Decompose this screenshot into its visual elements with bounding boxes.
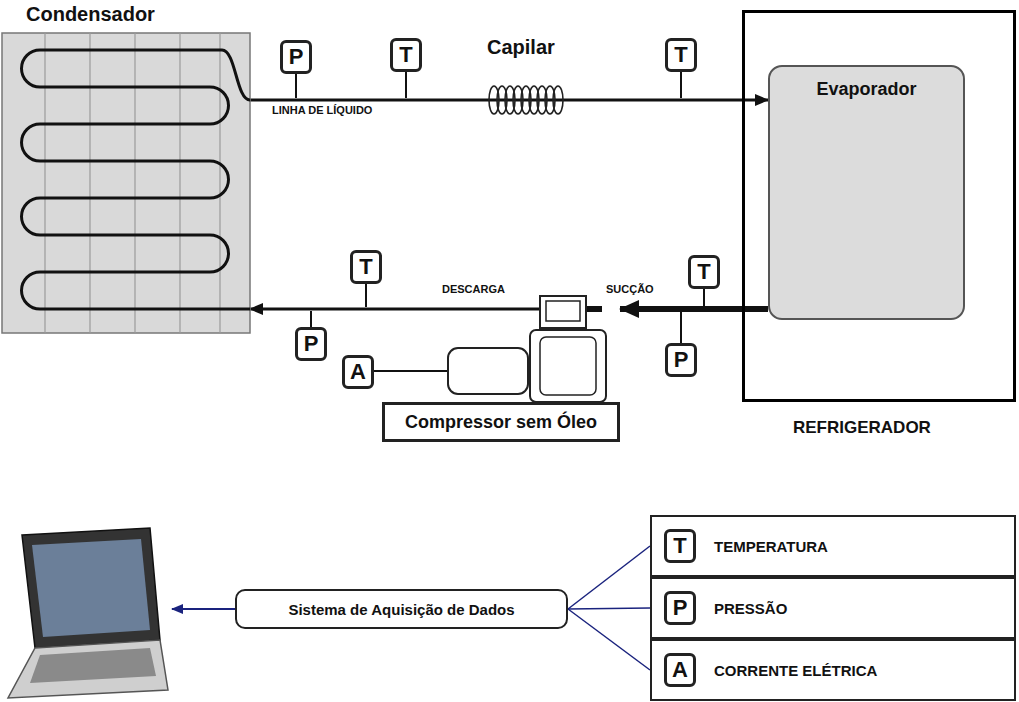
condenser-fins: [45, 33, 220, 333]
sensor-leader: [365, 282, 367, 307]
evaporator-box: Evaporador: [768, 65, 965, 320]
legend-row: TEMPERATURA T: [650, 515, 1016, 577]
laptop-icon: [8, 528, 168, 698]
fin-line: [219, 33, 220, 333]
sensor-box: P: [664, 591, 696, 625]
sensor-letter: T: [674, 44, 687, 66]
legend-row: CORRENTE ELÉTRICA A: [650, 639, 1016, 701]
sensor-letter: P: [304, 333, 319, 355]
sensor-letter: P: [673, 597, 688, 619]
sensor-box: T: [350, 250, 382, 284]
node-label: Evaporador: [816, 79, 916, 100]
compressor-head-inner: [546, 301, 580, 321]
sensor-letter: P: [289, 46, 304, 68]
node-label: Sistema de Aquisição de Dados: [288, 601, 514, 618]
capillary-coil: [489, 86, 563, 114]
sensor-box: P: [295, 327, 327, 361]
pipe-label: LINHA DE LÍQUIDO: [272, 104, 372, 116]
pipe-label: SUCÇÃO: [606, 283, 654, 295]
coil-winding: [553, 86, 563, 114]
sensor-box: T: [665, 38, 697, 72]
sensor-letter: T: [359, 256, 372, 278]
sensor-leader: [374, 370, 447, 372]
signal-wire: [568, 609, 650, 670]
node-label: CORRENTE ELÉTRICA: [714, 662, 877, 679]
compressor-body-inner: [540, 337, 596, 395]
compressor-motor: [448, 348, 528, 394]
sensor-leader: [310, 311, 312, 327]
sensor-leader: [405, 70, 407, 98]
sensor-letter: T: [697, 261, 710, 283]
node-label: PRESSÃO: [714, 600, 787, 617]
sensor-box: A: [664, 653, 696, 687]
laptop-base: [8, 640, 168, 698]
fin-line: [179, 33, 180, 333]
sensor-box: T: [664, 529, 696, 563]
part-label: Capilar: [487, 36, 555, 59]
sensor-box: P: [280, 40, 312, 74]
fin-line: [134, 33, 135, 333]
refrigerator-box: REFRIGERADOREvaporador: [742, 10, 1016, 402]
fin-line: [44, 33, 45, 333]
sensor-letter: A: [350, 361, 366, 383]
sensor-box: T: [688, 255, 720, 289]
compressor-head: [540, 296, 586, 328]
compressor-box: Compressor sem Óleo: [382, 288, 620, 442]
sensor-box: P: [665, 343, 697, 377]
data-arrow: [172, 608, 235, 610]
legend-row: PRESSÃO P: [650, 577, 1016, 639]
refrigerant-pipe: [250, 99, 768, 102]
refrigerant-pipe: [250, 308, 382, 311]
condenser-box: Condensador: [2, 33, 250, 333]
node-label: Condensador: [26, 3, 155, 26]
node-label: TEMPERATURA: [714, 538, 828, 555]
fin-line: [89, 33, 90, 333]
signal-wire: [568, 546, 650, 609]
condenser-coil: [22, 50, 251, 309]
sensor-leader: [680, 70, 682, 98]
acquisition-box: Sistema de Aquisição de Dados: [235, 589, 568, 629]
sensor-leader: [703, 287, 705, 306]
condenser-body: [2, 33, 250, 333]
sensor-leader: [680, 312, 682, 343]
compressor-body: [530, 330, 606, 402]
sensor-box: A: [342, 355, 374, 389]
suction-pipe: [585, 306, 602, 312]
node-label: REFRIGERADOR: [793, 418, 931, 438]
node-label: Compressor sem Óleo: [382, 402, 620, 442]
sensor-letter: T: [673, 535, 686, 557]
refrigerant-pipe: [620, 306, 768, 312]
laptop-screen: [32, 539, 150, 637]
discharge-pipe: [382, 308, 541, 311]
laptop-keyboard: [30, 648, 156, 683]
signal-wire: [568, 608, 650, 609]
sensor-letter: P: [674, 349, 689, 371]
laptop-lid: [22, 528, 160, 648]
sensor-letter: A: [672, 659, 688, 681]
pipe-label: DESCARGA: [442, 283, 505, 295]
sensor-box: T: [390, 38, 422, 72]
sensor-leader: [295, 72, 297, 98]
sensor-letter: T: [399, 44, 412, 66]
